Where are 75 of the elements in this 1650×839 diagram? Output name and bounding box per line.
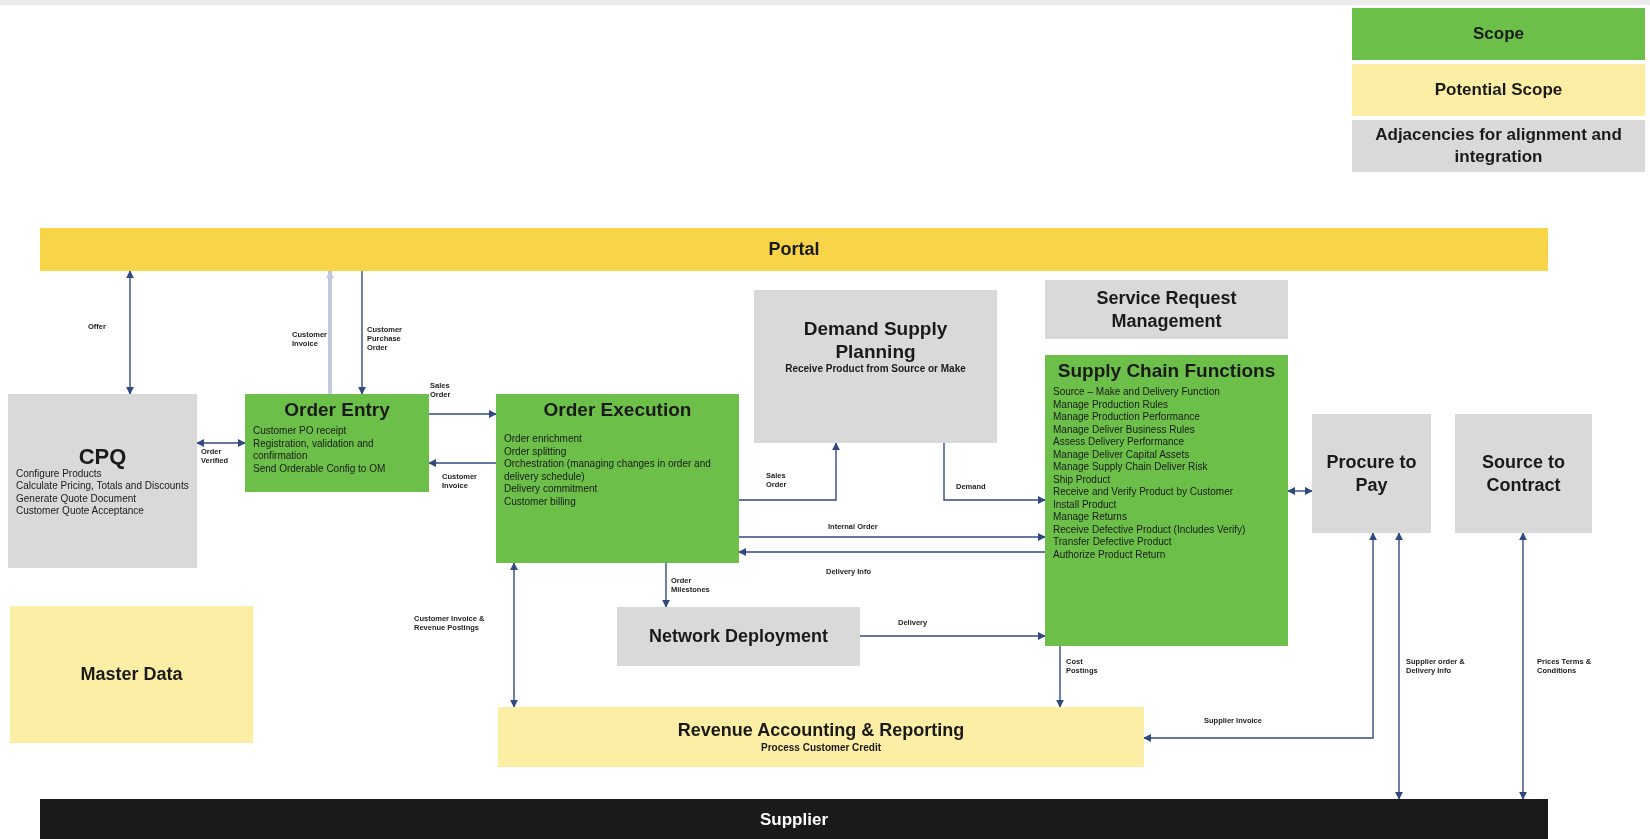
box-text: Registration, validation and confirmation — [253, 437, 375, 463]
process-box — [754, 290, 997, 443]
box-text: Receive and Verify Product by Customer — [1053, 486, 1235, 499]
box-text: Source – Make and Delivery Function — [1053, 386, 1221, 399]
arrow — [1519, 532, 1527, 800]
box-title: Portal — [767, 238, 821, 261]
box-text: Assess Delivery Performance — [1053, 436, 1186, 449]
process-box — [498, 707, 1144, 767]
box-title: Order Entry — [283, 398, 391, 421]
process-box — [245, 394, 429, 492]
box-title: Master Data — [79, 663, 184, 686]
legend-label: Scope — [1473, 23, 1524, 45]
process-box — [8, 394, 197, 568]
arrow — [738, 533, 1046, 541]
box-title: Revenue Accounting & Reporting — [676, 719, 966, 743]
box-title: Network Deployment — [647, 625, 829, 648]
process-box — [1312, 414, 1431, 533]
legend-label: Potential Scope — [1434, 79, 1563, 101]
arrow — [326, 270, 334, 394]
box-text: Send Orderable Config to OM — [253, 462, 387, 475]
arrow — [428, 410, 497, 418]
box-text: Manage Deliver Business Rules — [1053, 423, 1196, 436]
arrow — [859, 632, 1046, 640]
process-box — [1045, 355, 1288, 646]
box-text: Configure Products — [16, 467, 102, 480]
box-text: Generate Quote Document — [16, 492, 138, 505]
box-text: Process Customer Credit — [759, 742, 882, 755]
arrow — [738, 442, 840, 501]
process-box — [496, 394, 739, 563]
box-title: Source to Contract — [1481, 450, 1566, 497]
box-text: Calculate Pricing, Totals and Discounts — [16, 480, 189, 493]
arrow — [1287, 487, 1313, 495]
arrow — [428, 459, 497, 467]
arrow — [662, 562, 670, 608]
box-text: Order enrichment — [504, 433, 583, 446]
box-text: Order splitting — [504, 445, 568, 458]
box-text: Install Product — [1053, 498, 1118, 511]
box-text: Manage Production Rules — [1053, 398, 1170, 411]
box-text: Receive Defective Product (Includes Verify) — [1053, 523, 1247, 536]
process-box — [1045, 280, 1288, 339]
box-title: CPQ — [78, 444, 128, 468]
arrow — [1143, 532, 1377, 742]
arrow — [1056, 645, 1064, 708]
arrow — [196, 439, 246, 447]
process-box — [617, 607, 860, 666]
arrow — [510, 562, 518, 708]
box-text: Ship Product — [1053, 473, 1112, 486]
box-text: Delivery commitment — [504, 483, 599, 496]
box-text: Customer billing — [504, 495, 577, 508]
arrow — [1395, 532, 1403, 800]
legend-label: Adjacencies for alignment and integration — [1374, 124, 1623, 168]
box-text: Manage Supply Chain Deliver Risk — [1053, 461, 1209, 474]
box-text: Customer Quote Acceptance — [16, 505, 145, 518]
box-title: Demand Supply Planning — [802, 317, 949, 364]
box-title: Supplier — [759, 808, 829, 831]
portal-bar — [40, 228, 1548, 271]
box-text: Manage Returns — [1053, 511, 1128, 524]
box-text: Manage Production Performance — [1053, 411, 1201, 424]
box-text: Customer PO receipt — [253, 425, 348, 438]
box-text: Orchestration (managing changes in order and delivery schedule) — [504, 458, 712, 483]
process-box — [10, 606, 253, 743]
process-box — [1455, 414, 1592, 533]
box-title: Order Execution — [542, 398, 693, 421]
box-title: Supply Chain Functions — [1056, 359, 1277, 382]
box-title: Service Request Management — [1095, 286, 1238, 333]
box-text: Manage Deliver Capital Assets — [1053, 448, 1191, 461]
box-text: Authorize Product Return — [1053, 548, 1167, 561]
arrow — [738, 548, 1046, 556]
arrow — [358, 270, 366, 395]
box-text: Transfer Defective Product — [1053, 536, 1173, 549]
arrow — [126, 270, 134, 395]
box-title: Procure to Pay — [1325, 450, 1418, 497]
arrow — [943, 442, 1046, 504]
supplier-bar — [40, 799, 1548, 839]
box-text: Receive Product from Source or Make — [784, 363, 967, 376]
